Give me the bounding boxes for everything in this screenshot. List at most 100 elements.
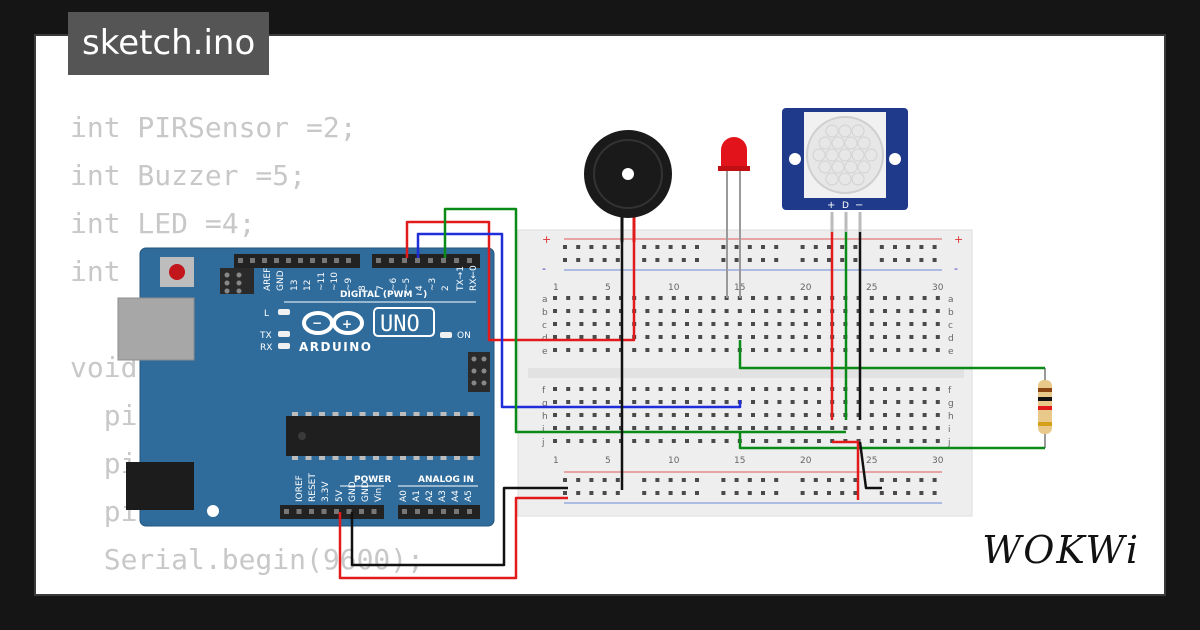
svg-text:b: b (542, 308, 548, 318)
svg-text:25: 25 (866, 283, 877, 293)
l-led-label: L (264, 309, 269, 319)
pin-label: ~9 (344, 277, 354, 291)
svg-text:a: a (948, 295, 954, 305)
pin-label: ~5 (402, 278, 412, 291)
svg-text:25: 25 (866, 456, 877, 466)
svg-text:15: 15 (734, 456, 745, 466)
circuit-diagram[interactable]: + + - - 1 5 10 15 20 25 30 1 5 10 15 (36, 36, 1166, 596)
svg-text:5: 5 (605, 283, 611, 293)
wire-led-signal[interactable] (416, 232, 742, 409)
wire-rail-plus[interactable] (832, 440, 860, 500)
resistor[interactable] (1038, 368, 1052, 448)
buzzer-hole (622, 168, 634, 180)
svg-text:1: 1 (553, 283, 559, 293)
on-led (440, 332, 452, 338)
pir-pin-gnd-label: − (855, 200, 863, 211)
header-top-left (234, 254, 360, 268)
wire-resistor-gnd[interactable] (738, 432, 1045, 450)
pin-label: GND (348, 481, 358, 502)
svg-text:a: a (542, 295, 548, 305)
svg-text:d: d (948, 334, 954, 344)
power-header-label: POWER (354, 475, 391, 485)
svg-text:h: h (542, 412, 548, 422)
rail-plus-label: + (542, 233, 551, 246)
simulation-canvas[interactable]: int PIRSensor =2; int Buzzer =5; int LED =… (34, 34, 1166, 596)
pin-label: RX←0 (469, 265, 479, 291)
pin-label: TX→1 (456, 266, 466, 292)
pin-label: 12 (303, 280, 313, 291)
wire-rail-gnd[interactable] (858, 441, 882, 490)
pin-label: ~3 (428, 278, 438, 291)
rx-label: RX (260, 343, 272, 353)
pin-label: IOREF (295, 475, 305, 502)
brand-label: ARDUINO (299, 340, 372, 354)
svg-text:c: c (542, 321, 547, 331)
svg-text:c: c (948, 321, 953, 331)
svg-text:i: i (542, 425, 545, 435)
led[interactable] (718, 137, 750, 298)
svg-text:g: g (948, 399, 954, 409)
l-led (278, 309, 290, 315)
svg-text:f: f (948, 386, 952, 396)
rail-minus-label-right: - (954, 262, 958, 275)
file-tab[interactable]: sketch.ino (68, 12, 270, 75)
svg-text:e: e (542, 347, 548, 357)
svg-text:20: 20 (800, 283, 812, 293)
pin-label: A1 (412, 490, 422, 502)
row-labels: a b c d e f g h i j a b c d e f g h i j (541, 295, 954, 448)
header-analog (398, 505, 480, 519)
analog-header-label: ANALOG IN (418, 475, 474, 485)
wire-gnd-rail[interactable] (350, 486, 568, 567)
reset-button[interactable] (169, 264, 185, 280)
pin-label: A3 (438, 490, 448, 502)
led-body (721, 137, 747, 170)
pin-label: A2 (425, 490, 435, 502)
atmega-chip (286, 416, 480, 456)
pin-label: ~10 (330, 272, 340, 291)
uno-badge (373, 307, 435, 337)
svg-text:g: g (542, 399, 548, 409)
buzzer[interactable] (584, 130, 672, 242)
arduino-logo: − + (302, 311, 364, 335)
pin-label: Vin (374, 488, 384, 502)
svg-text:+: + (342, 317, 352, 331)
code-line: int LED =4; (70, 207, 256, 240)
breadboard[interactable]: + + - - 1 5 10 15 20 25 30 1 5 10 15 (517, 229, 973, 517)
svg-text:b: b (948, 308, 954, 318)
digital-header-label: DIGITAL (PWM ~) (340, 290, 427, 300)
pin-label: GND (276, 270, 286, 291)
pir-sensor[interactable]: + D − (782, 108, 908, 232)
svg-text:j: j (541, 438, 545, 448)
svg-text:30: 30 (932, 456, 944, 466)
wire-pir-signal[interactable] (443, 207, 846, 434)
svg-text:10: 10 (668, 283, 680, 293)
pin-label: A0 (399, 490, 409, 502)
svg-text:h: h (948, 412, 954, 422)
code-line: int (70, 255, 138, 288)
icsp-header-2 (468, 352, 490, 392)
model-label: UNO (380, 312, 420, 337)
wire-buzzer-signal[interactable] (405, 220, 636, 342)
pin-label: RESET (308, 473, 318, 502)
header-pins (224, 258, 487, 514)
wire-led-resistor[interactable] (738, 340, 1045, 370)
wires[interactable] (338, 207, 1045, 580)
pin-label: ~11 (317, 272, 327, 291)
pin-label: ~6 (389, 277, 399, 291)
pin-label: A4 (451, 490, 461, 502)
power-jack (126, 462, 194, 510)
pin-label: 7 (376, 285, 386, 291)
wokwi-logo: WOKWi (976, 528, 1146, 572)
svg-text:i: i (948, 425, 951, 435)
pin-label: GND (361, 481, 371, 502)
wire-5v-rail[interactable] (338, 496, 568, 580)
breadboard-channel (528, 368, 964, 378)
svg-text:1: 1 (553, 456, 559, 466)
pir-pin-out-label: D (842, 201, 849, 211)
code-line: pi (70, 399, 138, 432)
code-line: int PIRSensor =2; (70, 111, 357, 144)
code-line: int Buzzer =5; (70, 159, 307, 192)
